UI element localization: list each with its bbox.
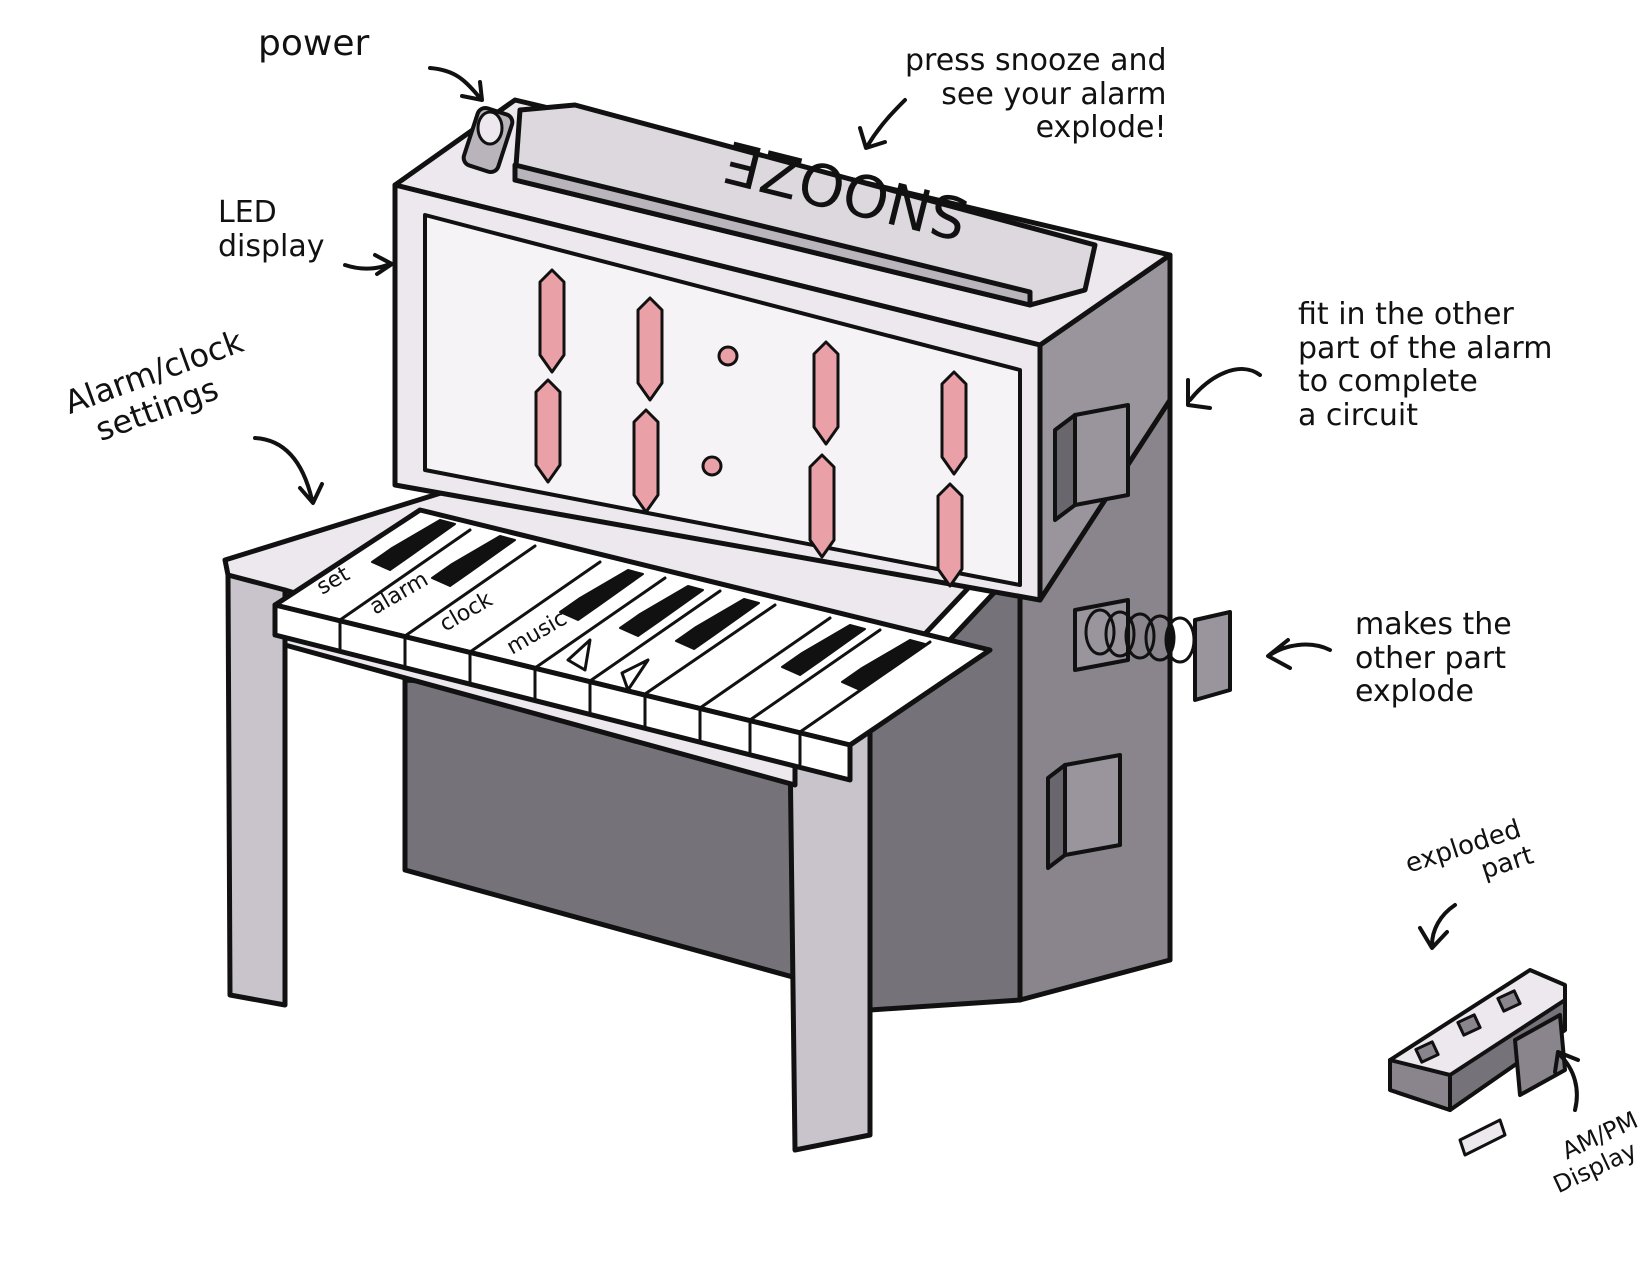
led-digits	[534, 268, 968, 588]
black-key	[781, 624, 866, 676]
led-display-label: LED display	[218, 196, 325, 263]
circuit-arrow	[1186, 367, 1262, 410]
down-arrow-icon[interactable]	[620, 658, 650, 692]
ampm-display-part	[1513, 1013, 1567, 1097]
circuit-note: fit in the other part of the alarm to co…	[1298, 298, 1552, 432]
colon-dot	[701, 455, 723, 477]
side-contacts	[1046, 403, 1130, 870]
led-display-arrow	[343, 253, 394, 276]
black-key	[431, 535, 516, 587]
top-contact	[1073, 403, 1130, 507]
snooze-note-line: see your alarm	[941, 76, 1167, 112]
snooze-arrow	[858, 98, 907, 150]
circuit-note-line: to complete	[1298, 364, 1478, 400]
led-segment	[632, 408, 660, 514]
bottom-contact-side	[1046, 763, 1067, 870]
colon-dot	[717, 345, 739, 367]
annotation-arrows	[253, 66, 1580, 1112]
led-display-panel	[423, 213, 1022, 587]
explode-arrow	[1266, 638, 1332, 670]
circuit-note-line: a circuit	[1298, 397, 1419, 433]
left-front-leg	[225, 572, 288, 1008]
circuit-note-line: fit in the other	[1298, 297, 1514, 332]
keyboard-front	[272, 602, 853, 783]
power-switch[interactable]	[461, 105, 515, 175]
led-segment	[936, 482, 964, 588]
explode-note-line: other part	[1355, 640, 1506, 676]
led-segment	[940, 370, 968, 476]
explode-note-line: makes the	[1355, 607, 1512, 642]
snooze-note-line: explode!	[1035, 110, 1167, 146]
black-key	[371, 519, 456, 571]
keyboard: set alarm clock music	[272, 507, 993, 783]
led-display-line: LED	[218, 195, 277, 230]
led-display-line: display	[218, 228, 325, 264]
circuit-note-line: part of the alarm	[1298, 330, 1553, 366]
exploded-part-arrow	[1418, 903, 1457, 950]
settings-arrow	[253, 436, 324, 505]
top-contact-side	[1053, 413, 1077, 522]
led-segment	[808, 453, 836, 559]
power-label: power	[258, 23, 370, 64]
snooze-note: press snooze and see your alarm explode!	[905, 44, 1167, 145]
black-key	[619, 585, 704, 637]
power-arrow	[428, 66, 484, 102]
exploded-part	[1388, 968, 1567, 1157]
snooze-note-line: press snooze and	[905, 43, 1167, 78]
spring	[1084, 608, 1232, 702]
led-segment	[636, 296, 664, 402]
black-key	[841, 639, 926, 691]
spring-plate	[1193, 610, 1232, 702]
ampm-arrow	[1553, 1050, 1580, 1112]
black-key	[559, 569, 644, 621]
led-segment	[812, 340, 840, 446]
explode-note-line: explode	[1355, 674, 1474, 710]
up-arrow-icon[interactable]	[566, 638, 592, 672]
right-front-leg	[787, 722, 873, 1153]
led-segment	[538, 268, 566, 374]
bottom-contact	[1063, 753, 1122, 857]
led-segment	[534, 378, 562, 484]
black-key	[675, 598, 760, 650]
snooze-button[interactable]: SNOOZE	[512, 102, 1098, 308]
explode-note: makes the other part explode	[1355, 608, 1512, 709]
